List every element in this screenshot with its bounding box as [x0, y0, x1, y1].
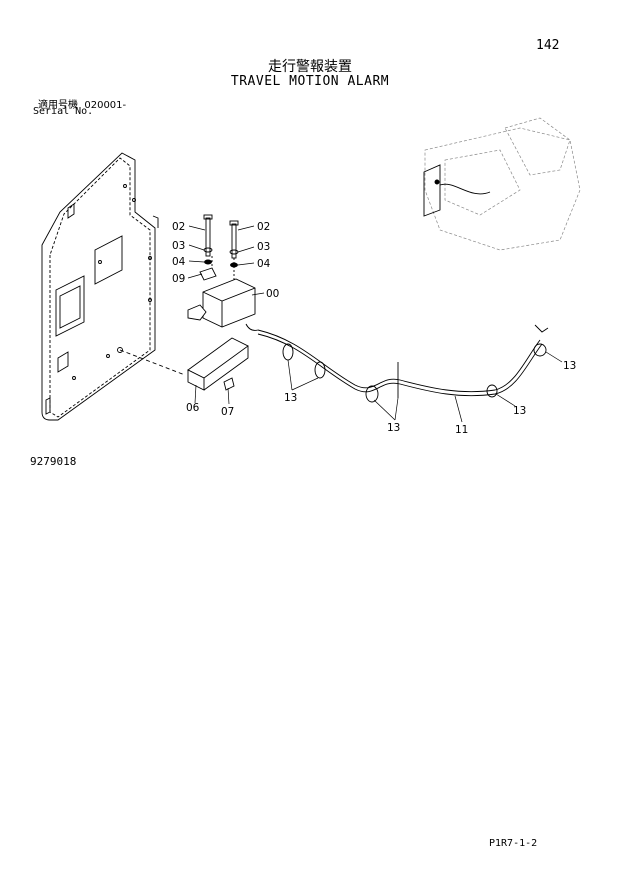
part-label-bolt-left: 02: [172, 221, 185, 233]
part-labels: 02 02 03 03 04 04 09 00 06 07 13 13 11 1…: [172, 221, 576, 436]
part-label-alarm: 00: [266, 288, 279, 300]
serial-label-japanese: 適用号機: [38, 100, 78, 111]
serial-number-line: 適用号機 020001-: [38, 96, 126, 111]
figure-number: 9279018: [30, 455, 77, 468]
serial-label-english: Serial No.: [33, 106, 94, 117]
part-label-clamp-a: 13: [284, 392, 297, 404]
machine-overview-highlight: [423, 164, 491, 217]
travel-alarm-unit-drawing: [187, 278, 259, 331]
footer-code: P1R7-1-2: [489, 838, 538, 849]
part-label-nut-left: 04: [172, 256, 186, 268]
part-label-bracket-bolt: 07: [221, 406, 234, 418]
machine-overview-drawing: [424, 117, 581, 251]
bracket-drawing: [187, 337, 249, 391]
part-label-washer-left: 03: [172, 240, 185, 252]
part-label-clamp-c: 13: [513, 405, 526, 417]
part-label-bolt-right: 02: [257, 221, 270, 233]
leader-lines: [187, 225, 563, 423]
part-label-clip: 09: [172, 273, 185, 285]
part-label-bracket: 06: [186, 402, 200, 414]
page-title-english: TRAVEL MOTION ALARM: [230, 74, 390, 89]
part-label-washer-right: 03: [257, 241, 270, 253]
hardware-drawing: [199, 214, 239, 281]
part-label-nut-right: 04: [257, 258, 271, 270]
page-number: 142: [536, 38, 560, 53]
frame-panel-drawing: [41, 152, 186, 421]
page-title-japanese: 走行警報装置: [268, 59, 352, 75]
serial-value: 020001-: [84, 100, 127, 111]
wire-harness-drawing: [257, 324, 549, 403]
part-label-clamp-b: 13: [387, 422, 400, 434]
part-label-clamp-d: 13: [563, 360, 576, 372]
part-label-harness: 11: [455, 424, 468, 436]
